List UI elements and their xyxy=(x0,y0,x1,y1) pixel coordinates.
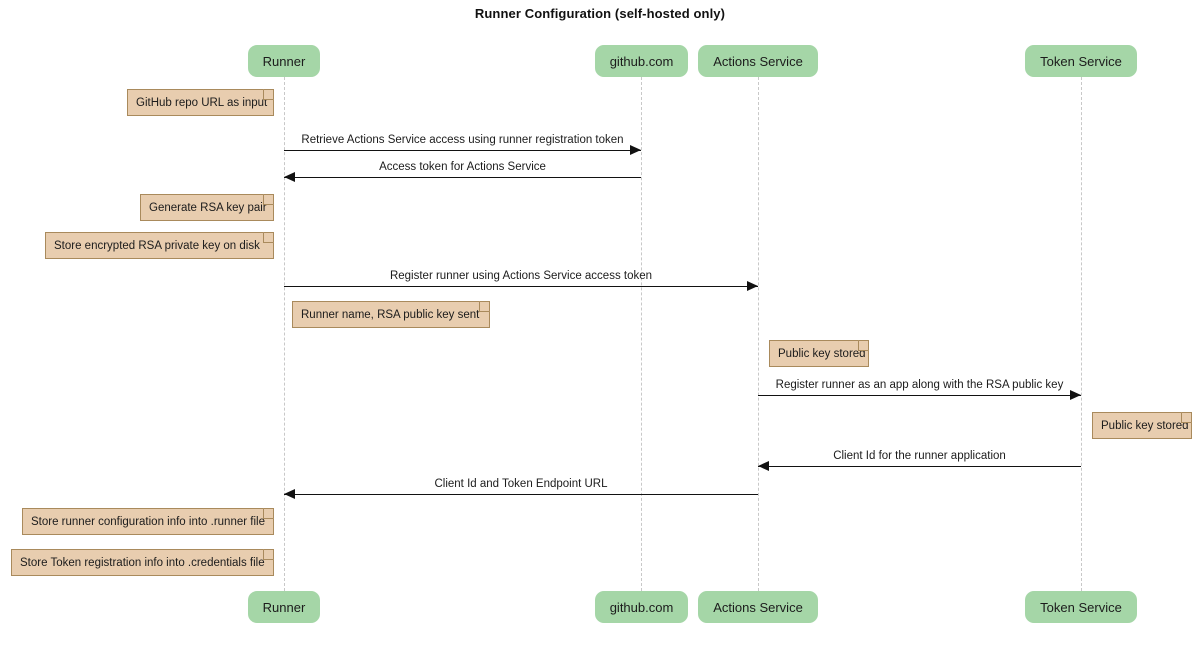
note: GitHub repo URL as input xyxy=(127,89,274,116)
message-line xyxy=(284,150,641,151)
arrowhead-right-icon xyxy=(630,145,641,155)
message-label: Retrieve Actions Service access using ru… xyxy=(301,134,624,146)
participant-label: Actions Service xyxy=(713,53,803,69)
participant-label: github.com xyxy=(609,599,674,615)
participant-label: Token Service xyxy=(1040,599,1122,615)
message-line xyxy=(284,286,758,287)
note-text: Public key stored xyxy=(778,347,866,360)
arrowhead-left-icon xyxy=(284,172,295,182)
note-text: Generate RSA key pair xyxy=(149,201,267,214)
lifeline-token xyxy=(1081,77,1082,591)
note-text: Store runner configuration info into .ru… xyxy=(31,515,265,528)
participant-label: Runner xyxy=(262,599,306,615)
note-fold-icon xyxy=(263,549,274,560)
message-label: Register runner as an app along with the… xyxy=(775,379,1064,391)
message-label: Access token for Actions Service xyxy=(379,161,546,173)
arrowhead-right-icon xyxy=(1070,390,1081,400)
note: Store encrypted RSA private key on disk xyxy=(45,232,274,259)
note: Store runner configuration info into .ru… xyxy=(22,508,274,535)
message-line xyxy=(758,466,1081,467)
note-fold-icon xyxy=(263,194,274,205)
note-fold-icon xyxy=(479,301,490,312)
note-fold-icon xyxy=(1181,412,1192,423)
participant-bottom-github[interactable]: github.com xyxy=(595,591,688,623)
message-line xyxy=(758,395,1081,396)
note-text: Store Token registration info into .cred… xyxy=(20,556,265,569)
participant-top-actions[interactable]: Actions Service xyxy=(698,45,818,77)
note-text: Public key stored xyxy=(1101,419,1189,432)
note-text: Store encrypted RSA private key on disk xyxy=(54,239,260,252)
participant-bottom-runner[interactable]: Runner xyxy=(248,591,320,623)
lifeline-github xyxy=(641,77,642,591)
message-line xyxy=(284,494,758,495)
message-label: Client Id and Token Endpoint URL xyxy=(434,478,608,490)
note: Public key stored xyxy=(1092,412,1192,439)
participant-bottom-actions[interactable]: Actions Service xyxy=(698,591,818,623)
note-text: Runner name, RSA public key sent xyxy=(301,308,480,321)
note: Generate RSA key pair xyxy=(140,194,274,221)
message-line xyxy=(284,177,641,178)
participant-top-token[interactable]: Token Service xyxy=(1025,45,1137,77)
note-text: GitHub repo URL as input xyxy=(136,96,268,109)
message-label: Client Id for the runner application xyxy=(833,450,1006,462)
message-label: Register runner using Actions Service ac… xyxy=(389,270,653,282)
lifeline-actions xyxy=(758,77,759,591)
note: Store Token registration info into .cred… xyxy=(11,549,274,576)
page-title: Runner Configuration (self-hosted only) xyxy=(474,6,726,21)
participant-top-runner[interactable]: Runner xyxy=(248,45,320,77)
arrowhead-left-icon xyxy=(284,489,295,499)
note-fold-icon xyxy=(263,508,274,519)
note: Public key stored xyxy=(769,340,869,367)
note: Runner name, RSA public key sent xyxy=(292,301,490,328)
participant-bottom-token[interactable]: Token Service xyxy=(1025,591,1137,623)
note-fold-icon xyxy=(263,232,274,243)
lifeline-runner xyxy=(284,77,285,591)
note-fold-icon xyxy=(263,89,274,100)
note-fold-icon xyxy=(858,340,869,351)
participant-top-github[interactable]: github.com xyxy=(595,45,688,77)
arrowhead-right-icon xyxy=(747,281,758,291)
arrowhead-left-icon xyxy=(758,461,769,471)
participant-label: Actions Service xyxy=(713,599,803,615)
participant-label: Runner xyxy=(262,53,306,69)
participant-label: github.com xyxy=(609,53,674,69)
participant-label: Token Service xyxy=(1040,53,1122,69)
